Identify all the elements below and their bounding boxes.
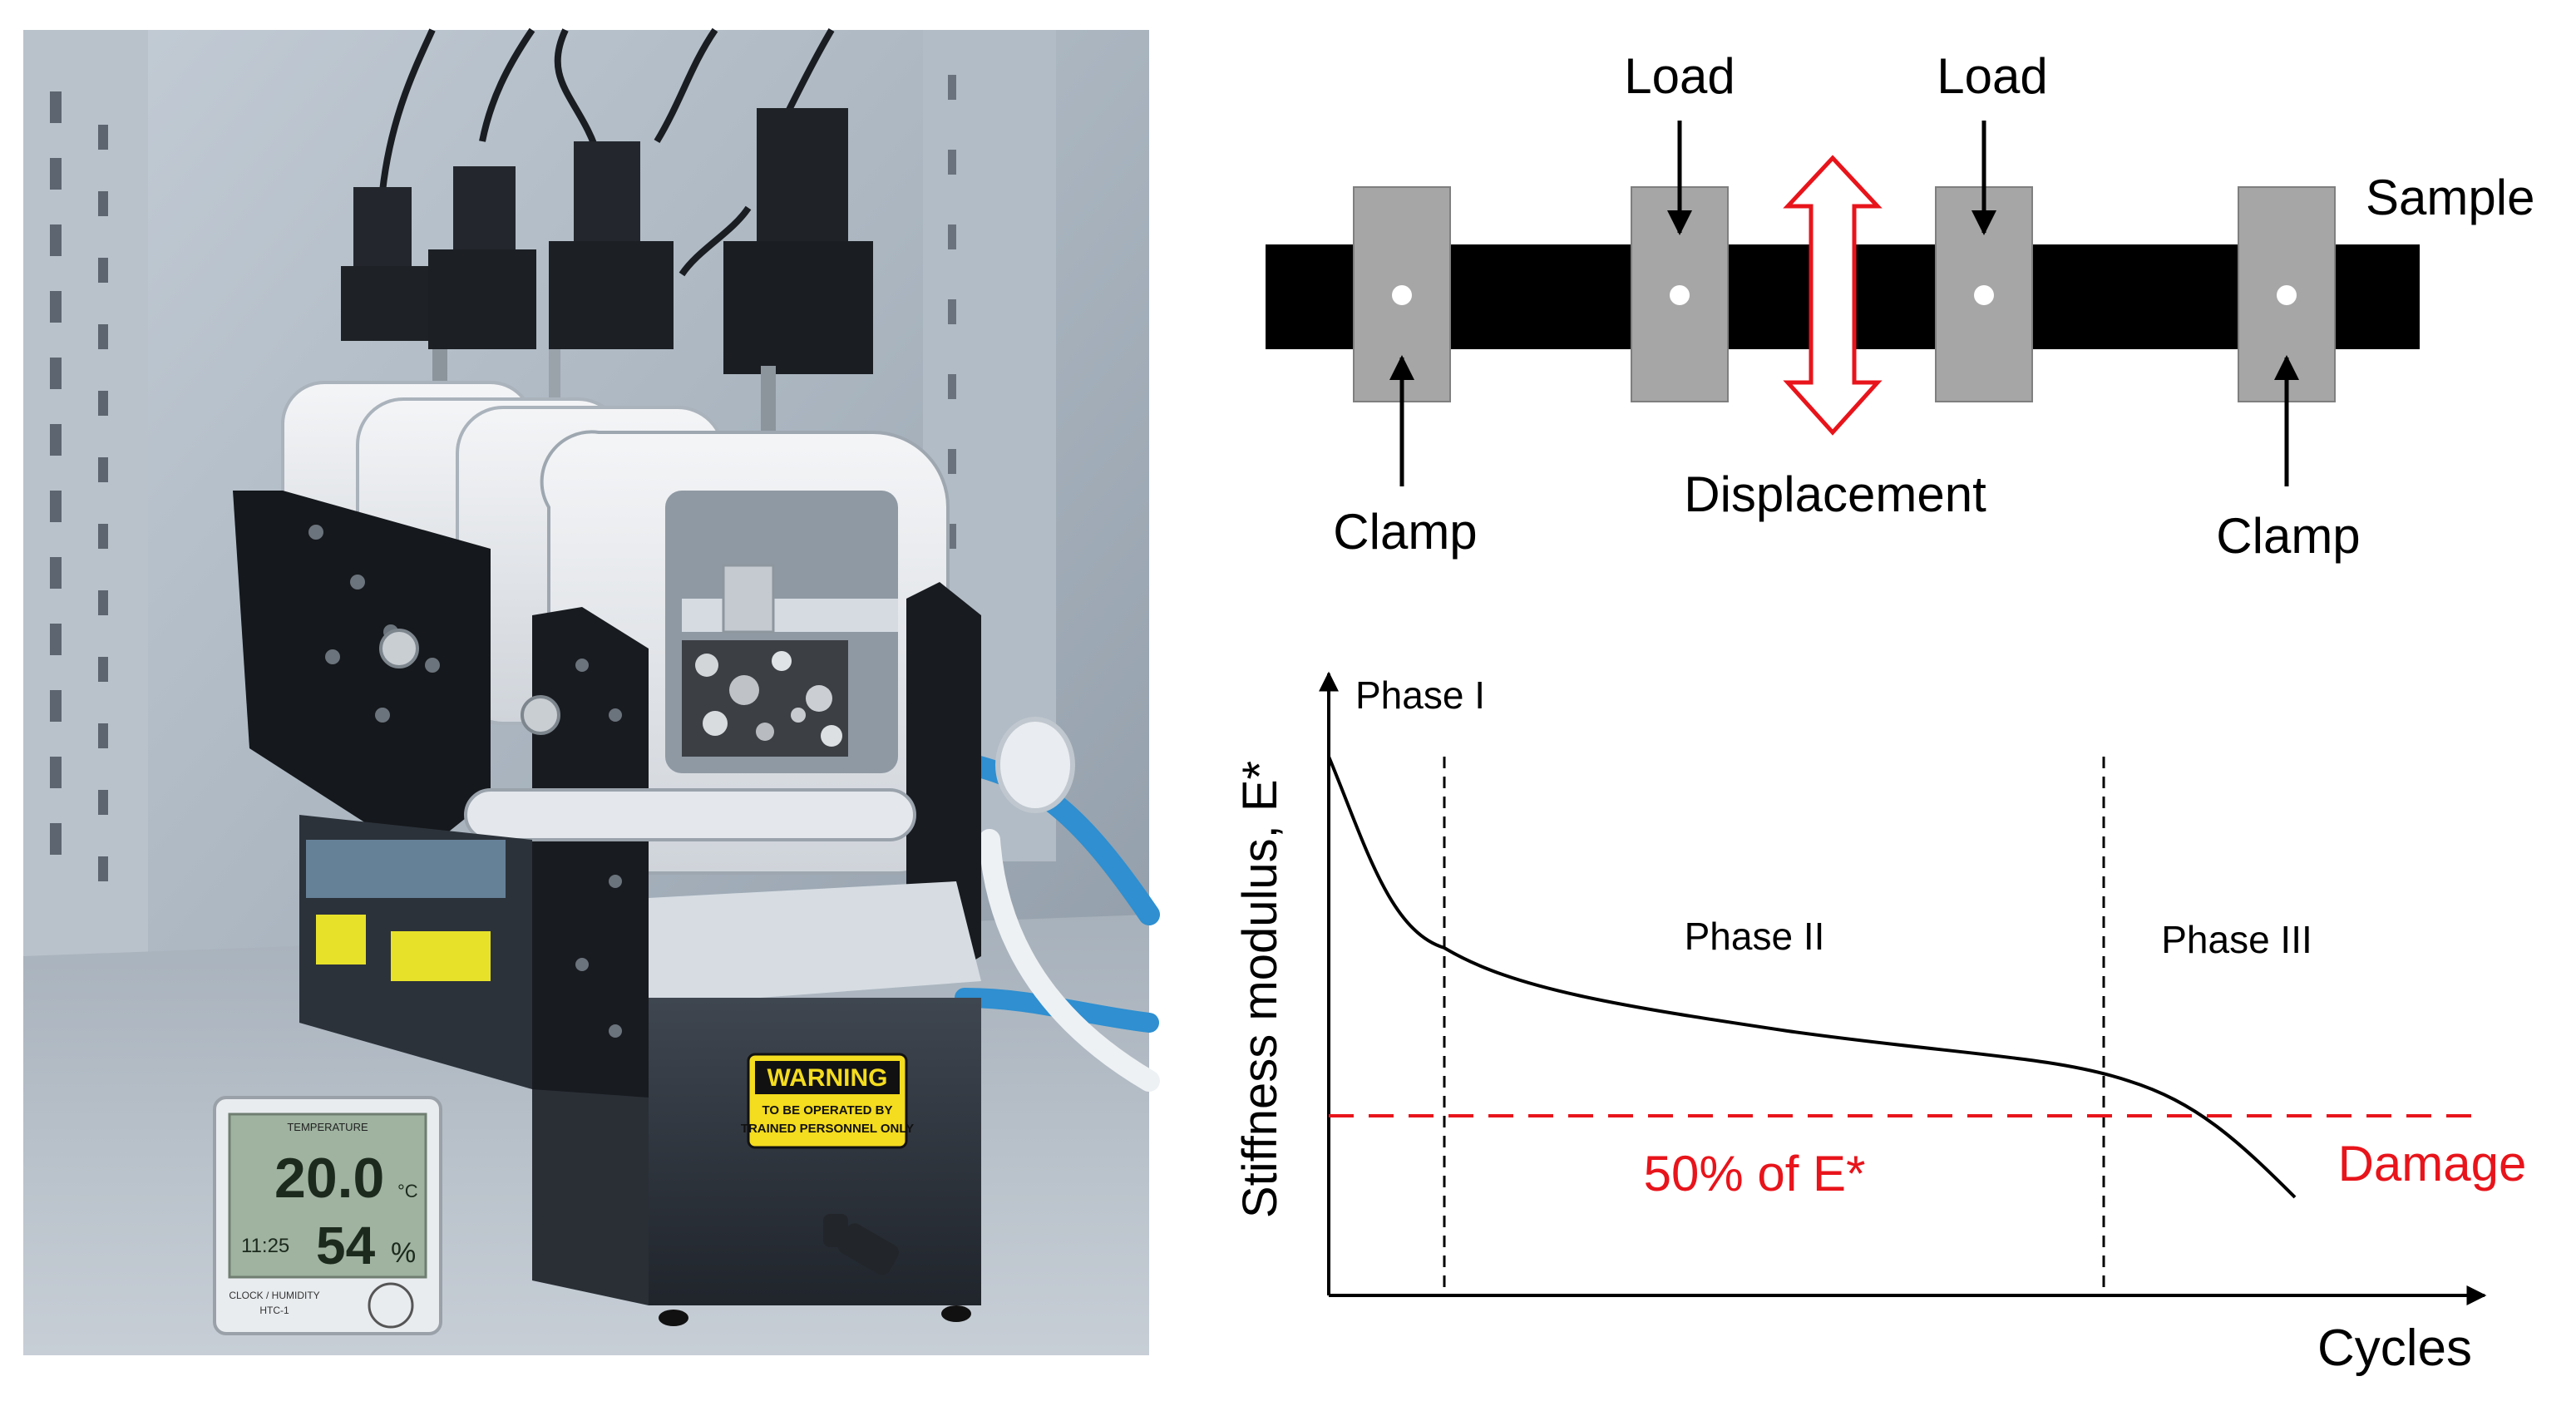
hygrometer-humidity-unit: % (391, 1237, 416, 1269)
clamp-right-pivot (2277, 285, 2297, 305)
fatigue-phase-graph: Stiffness modulus, E* Cycles Phase I Pha… (1233, 671, 2527, 1377)
displacement-double-arrow (1783, 155, 1883, 436)
hygrometer-temp-unit: °C (397, 1181, 418, 1201)
test-apparatus-photo: WARNING TO BE OPERATED BY TRAINED PERSON… (23, 27, 1160, 1355)
hygrometer-header: TEMPERATURE (287, 1121, 368, 1133)
displacement-label: Displacement (1684, 466, 1986, 522)
asphalt-specimen (682, 564, 848, 757)
x-axis-label: Cycles (2317, 1320, 2472, 1377)
clamp-right-label: Clamp (2216, 508, 2360, 564)
hygrometer-time: 11:25 (241, 1235, 289, 1257)
side-plates (233, 491, 981, 1114)
warning-line2: TRAINED PERSONNEL ONLY (741, 1122, 914, 1136)
threshold-label: 50% of E* (1644, 1146, 1866, 1201)
phase1-label: Phase I (1355, 673, 1485, 717)
hygrometer-comfort-icon (368, 1282, 414, 1329)
guide-rod (464, 788, 916, 841)
perforated-rail (50, 91, 108, 881)
phase3-label: Phase III (2161, 918, 2312, 961)
load-right-label: Load (1937, 48, 2047, 104)
clamp-left-label: Clamp (1333, 504, 1477, 560)
damage-label: Damage (2338, 1136, 2527, 1191)
connector (823, 1214, 899, 1275)
warning-label: WARNING TO BE OPERATED BY TRAINED PERSON… (741, 1053, 914, 1149)
hygrometer-footer1: CLOCK / HUMIDITY (229, 1290, 319, 1301)
wall-port (995, 717, 1075, 813)
hygrometer: TEMPERATURE 20.0 °C 11:25 54 % CLOCK / H… (213, 1096, 442, 1335)
base-unit (299, 815, 981, 1326)
phase2-label: Phase II (1685, 915, 1825, 958)
four-point-bending-schematic: Load Load Sample Clamp Displacement Clam… (1266, 48, 2534, 564)
load-right-pivot (1974, 285, 1994, 305)
warning-title: WARNING (767, 1064, 888, 1092)
load-left-label: Load (1624, 48, 1735, 104)
sample-label: Sample (2366, 170, 2534, 225)
load-left-pivot (1670, 285, 1690, 305)
clamp-left-pivot (1392, 285, 1412, 305)
hygrometer-footer2: HTC-1 (259, 1305, 289, 1316)
hygrometer-humidity: 54 (316, 1216, 376, 1275)
stiffness-curve (1327, 756, 2297, 1199)
hygrometer-temp: 20.0 (274, 1147, 384, 1210)
warning-line1: TO BE OPERATED BY (762, 1103, 893, 1117)
y-axis-label: Stiffness modulus, E* (1233, 761, 1287, 1218)
